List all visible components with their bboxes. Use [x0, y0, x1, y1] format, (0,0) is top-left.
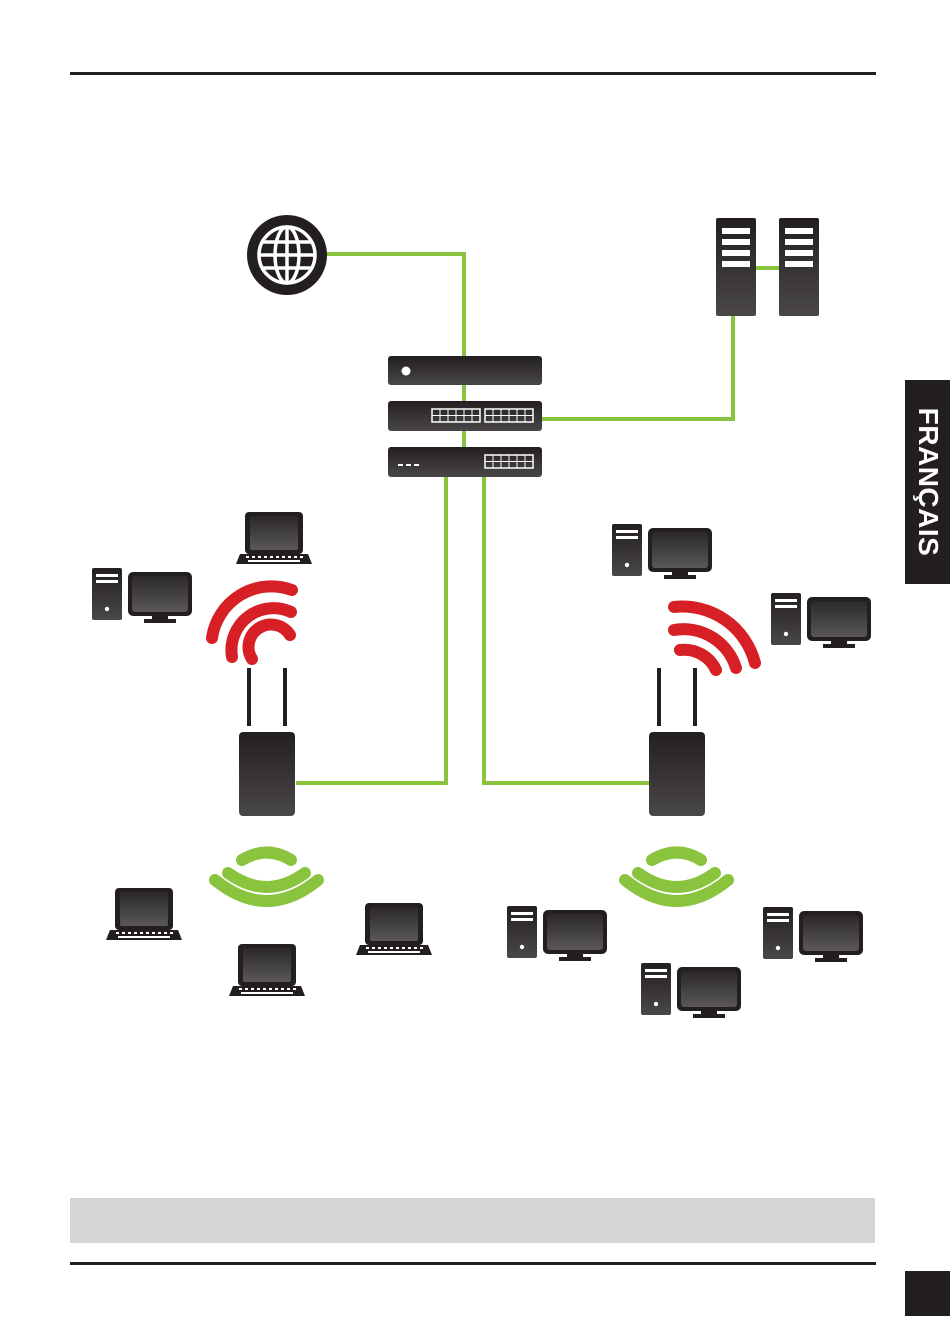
wireless-red-right-icon — [674, 607, 755, 670]
server-icon — [779, 218, 819, 316]
desktop-icon — [92, 568, 192, 623]
wireless-green-left-icon — [215, 853, 318, 902]
desktop-icon — [612, 524, 712, 579]
laptop-icon — [236, 512, 312, 564]
link-switch-ap-right — [484, 477, 651, 783]
network-links — [296, 254, 779, 783]
link-server-switch — [542, 314, 733, 419]
desktop-icon — [771, 593, 871, 648]
laptop-icon — [356, 903, 432, 955]
server-icon — [716, 218, 756, 316]
link-internet-switch — [325, 254, 464, 357]
switch-icon — [388, 447, 542, 477]
access-point-icon — [239, 668, 295, 816]
desktop-icon — [641, 963, 741, 1018]
globe-icon — [247, 215, 327, 295]
desktop-icon — [507, 906, 607, 961]
laptop-icon — [106, 888, 182, 940]
link-switch-ap-left — [296, 477, 446, 783]
switch-icon — [388, 401, 542, 431]
desktop-icon — [763, 907, 863, 962]
wireless-red-left-icon — [212, 586, 292, 659]
wireless-green-right-icon — [625, 853, 728, 902]
switch-icon — [388, 356, 542, 385]
access-point-icon — [649, 668, 705, 816]
laptop-icon — [229, 944, 305, 996]
